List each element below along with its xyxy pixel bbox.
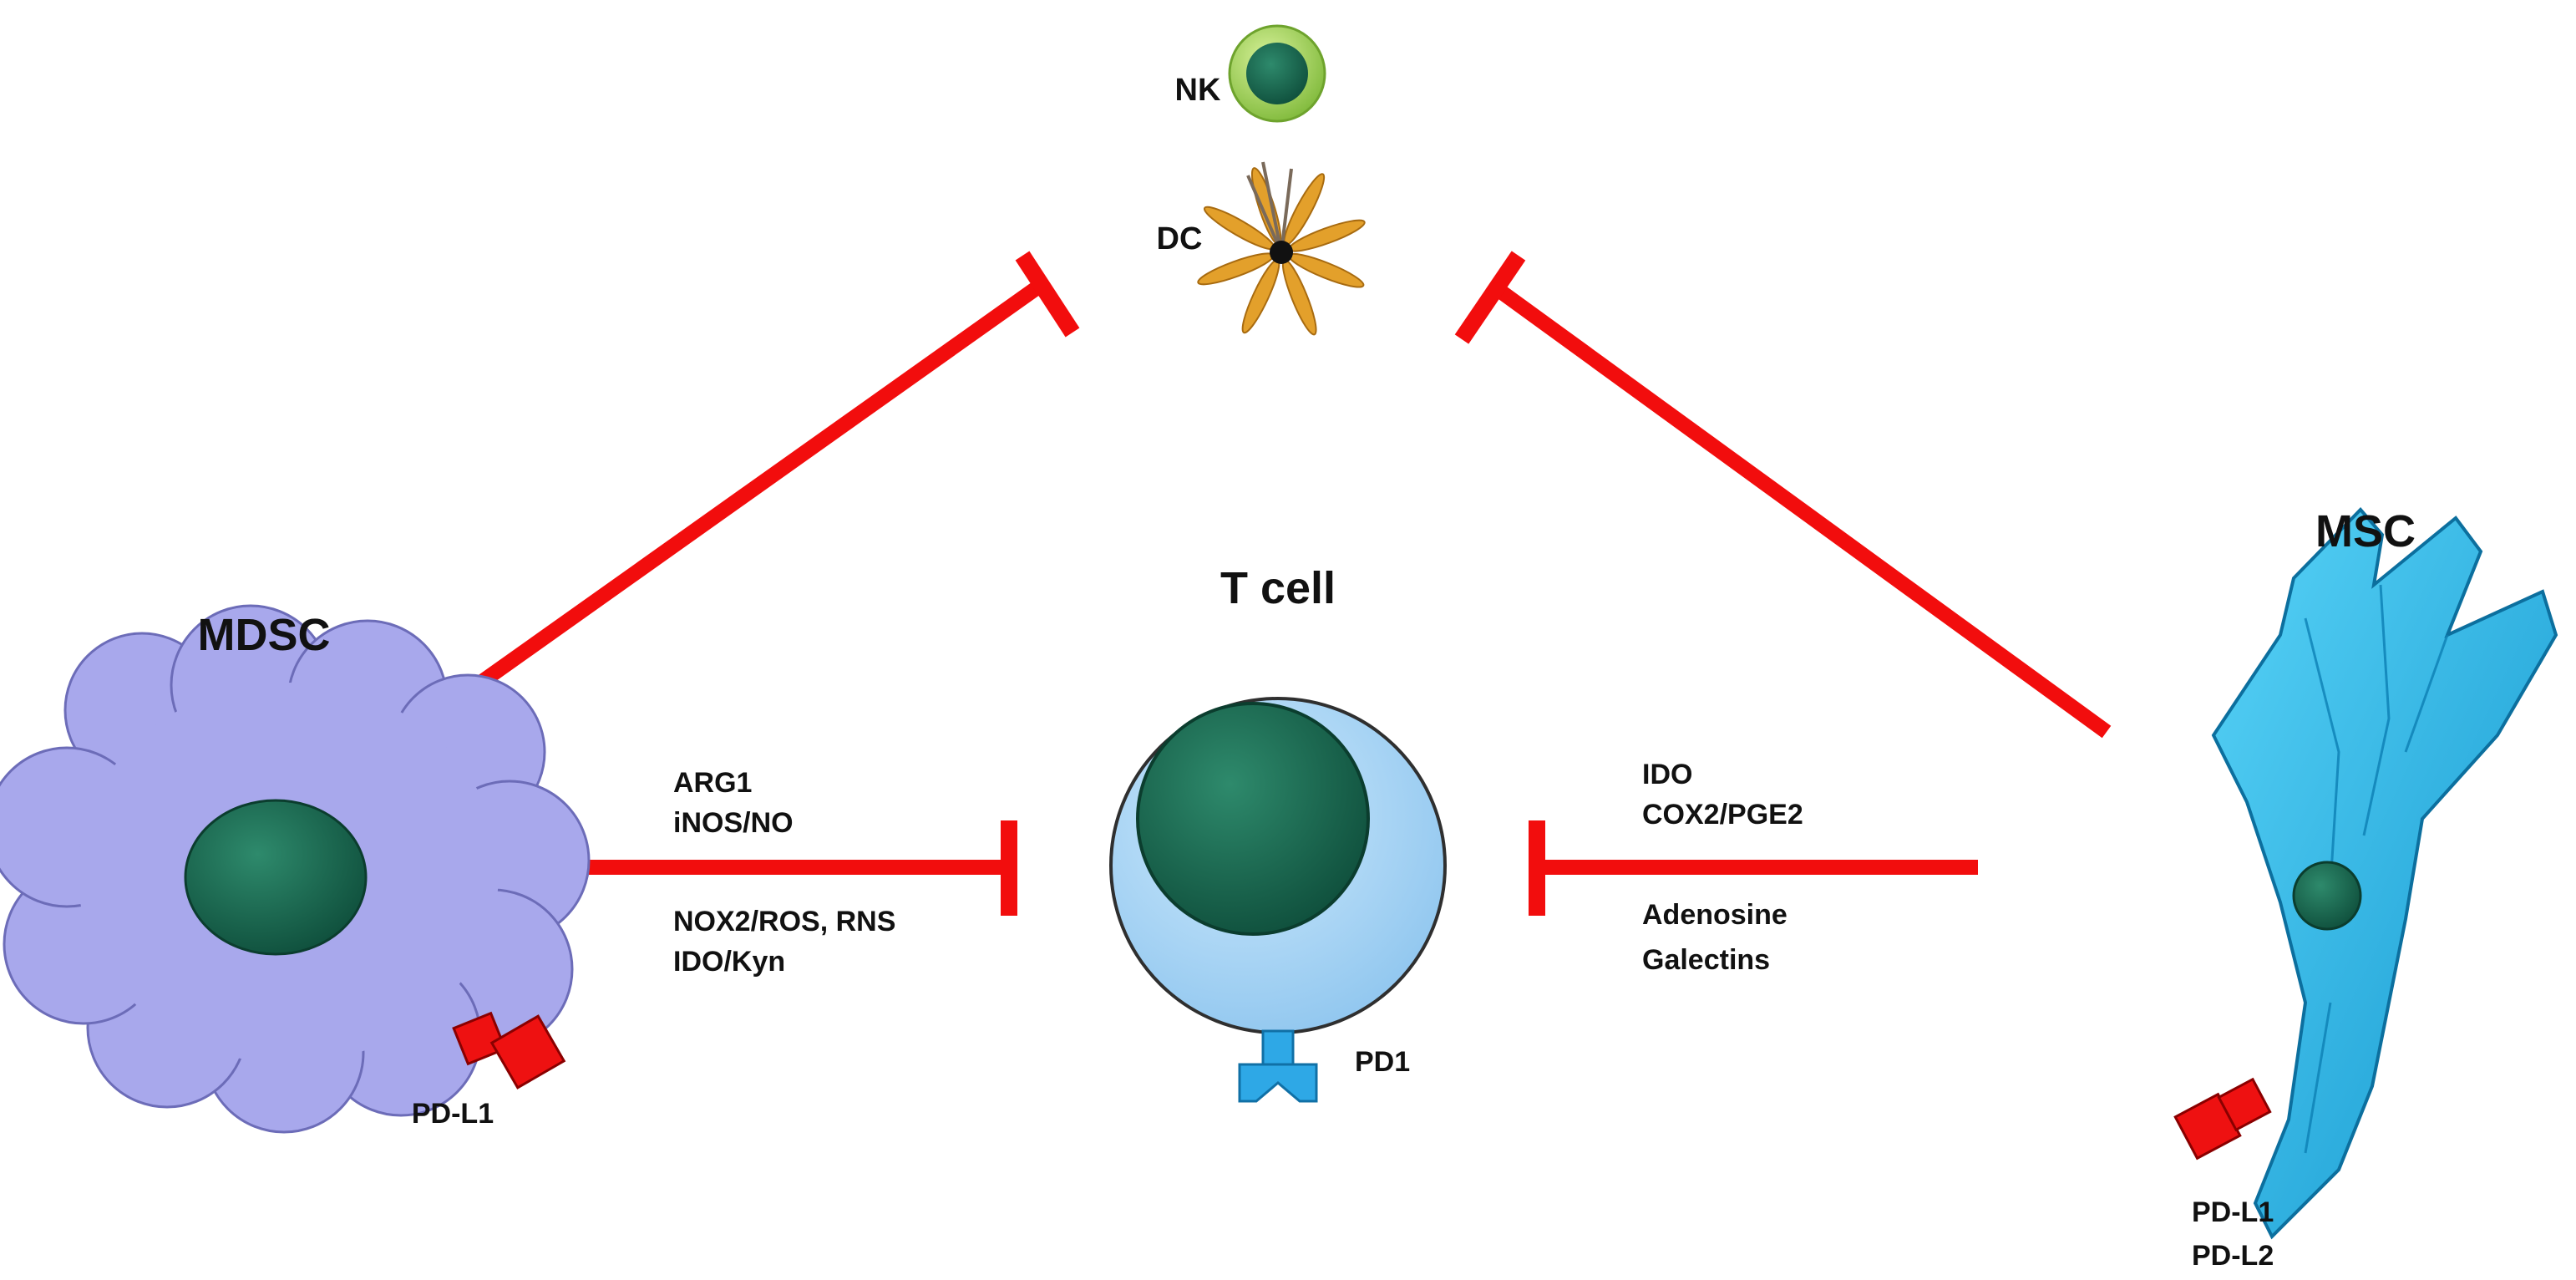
pd1-label: PD1 [1355,1046,1410,1078]
t-cell [1109,697,1447,1034]
msc-factor-adenosine: Adenosine [1642,899,1787,931]
t-cell-label: T cell [1220,563,1336,613]
mdsc-factor-inos: iNOS/NO [673,807,794,839]
msc-pd-l1-label: PD-L1 [2192,1196,2274,1228]
mdsc-label: MDSC [198,610,331,660]
msc-pd-ligand-marker [2173,1077,2272,1161]
dc-cell [1197,161,1366,336]
nk-cell [1228,24,1326,123]
mdsc-cell [0,604,591,1134]
msc-label: MSC [2315,506,2416,556]
pd1-receptor [1238,1029,1318,1103]
msc-factor-galectins: Galectins [1642,944,1770,976]
mdsc-factors: ARG1 iNOS/NO NOX2/ROS, RNS IDO/Kyn [673,767,895,978]
msc-cell [2211,507,2558,1240]
mdsc-pd-l1-marker [452,1011,566,1090]
inhibition-mdsc-to-nk-dc [451,251,1080,707]
nk-label: NK [1175,73,1221,108]
mdsc-factor-arg1: ARG1 [673,767,752,799]
msc-factors: IDO COX2/PGE2 Adenosine Galectins [1642,759,1803,976]
inhibition-msc-to-tcell [1529,820,1978,916]
inhibition-msc-to-nk-dc [1454,251,2112,739]
mdsc-factor-nox2: NOX2/ROS, RNS [673,906,895,937]
mdsc-pd-l1-label: PD-L1 [412,1098,494,1130]
dc-label: DC [1157,221,1203,257]
msc-factor-ido: IDO [1642,759,1692,790]
msc-pd-l2-label: PD-L2 [2192,1240,2274,1272]
msc-factor-cox2: COX2/PGE2 [1642,799,1803,830]
inhibition-mdsc-to-tcell [573,820,1017,916]
mdsc-factor-ido: IDO/Kyn [673,946,785,978]
